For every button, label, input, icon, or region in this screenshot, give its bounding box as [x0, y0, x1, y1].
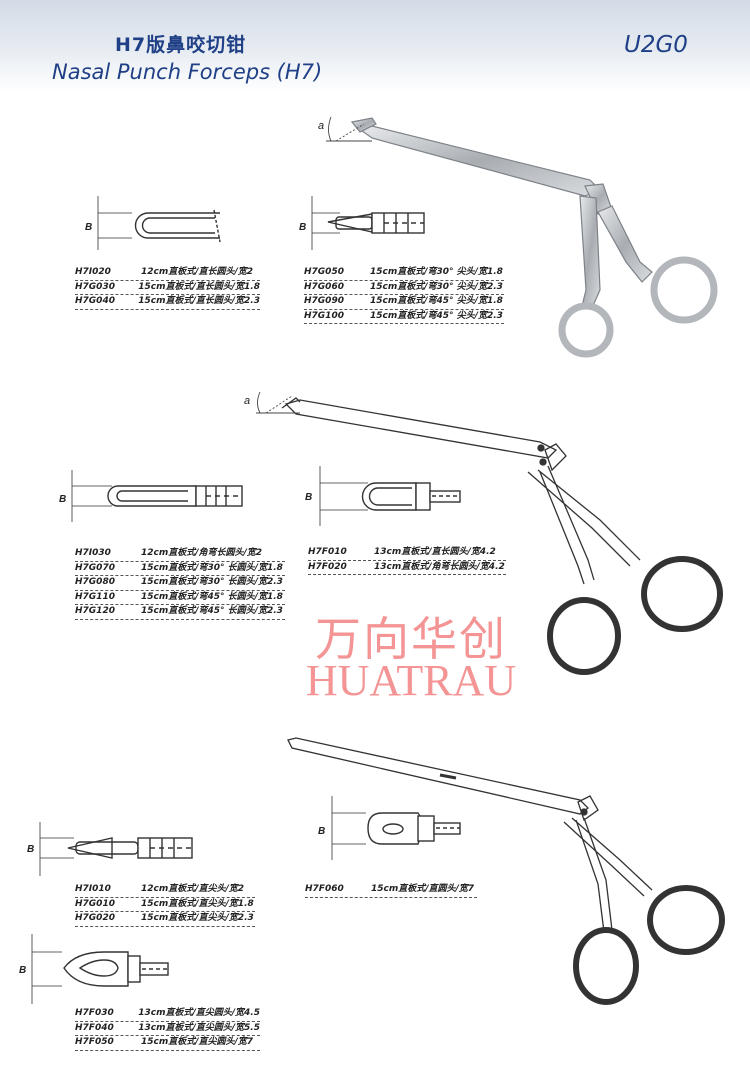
watermark-en: HUATRAU — [305, 656, 517, 705]
header-band — [0, 0, 750, 92]
dimension-label-b-4: B — [305, 492, 312, 503]
tip-drawing-1 — [97, 196, 221, 250]
catalog-code: U2G0 — [624, 32, 688, 58]
forceps-photo — [350, 117, 718, 358]
tip-drawing-3 — [71, 470, 243, 522]
dimension-label-b-1: B — [85, 222, 92, 233]
angle-marker-a-1 — [326, 116, 372, 142]
page-title-cn: H7版鼻咬切钳 — [115, 34, 247, 56]
tip-drawing-6 — [39, 822, 193, 876]
tip-drawing-7 — [31, 934, 169, 1004]
tip-drawing-2 — [311, 196, 425, 250]
angle-label-a-2: a — [244, 395, 250, 407]
angle-label-a-1: a — [318, 120, 324, 132]
forceps-drawing-lower — [287, 737, 725, 1005]
watermark-cn: 万向华创 — [315, 612, 507, 666]
dimension-label-b-6: B — [27, 844, 34, 855]
page-title-en: Nasal Punch Forceps (H7) — [52, 60, 323, 84]
tip-drawing-4 — [319, 466, 461, 526]
forceps-drawing-middle — [281, 397, 723, 675]
dimension-label-b-2: B — [299, 222, 306, 233]
angle-marker-a-2 — [256, 391, 300, 414]
tip-drawing-5 — [331, 796, 461, 860]
dimension-label-b-5: B — [318, 826, 325, 837]
dimension-label-b-7: B — [19, 965, 26, 976]
dimension-label-b-3: B — [59, 494, 66, 505]
